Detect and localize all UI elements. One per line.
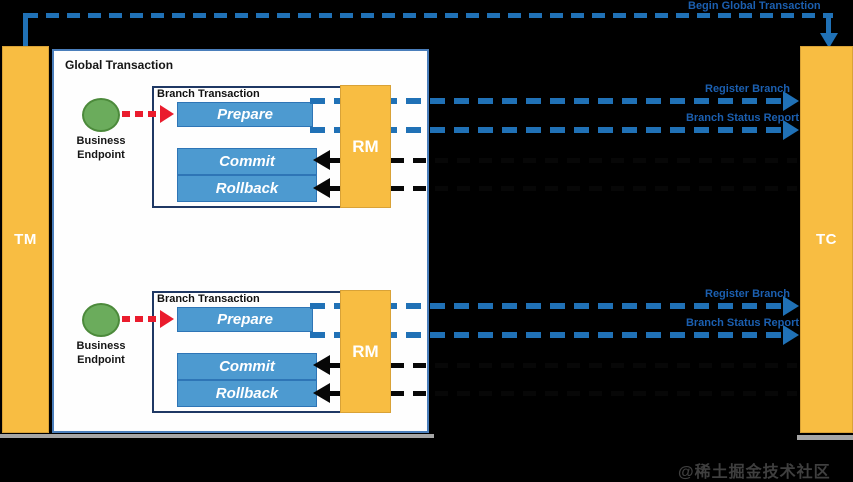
branch-group-2: Branch Transaction Business Endpoint Pre…: [0, 288, 853, 415]
rollback-dashed-line: [391, 186, 797, 191]
begin-flow-arrow-down-icon: [820, 33, 838, 48]
rollback-box: Rollback: [177, 175, 317, 202]
begin-global-transaction-line: [25, 13, 833, 18]
business-endpoint-label: Business Endpoint: [76, 340, 126, 366]
branch-transaction-label: Branch Transaction: [155, 88, 262, 100]
invoke-arrow-line: [122, 111, 162, 117]
prepare-box: Prepare: [177, 307, 313, 332]
begin-flow-right-vertical-line: [826, 13, 831, 35]
prepare-box: Prepare: [177, 102, 313, 127]
register-branch-label: Register Branch: [705, 83, 790, 95]
rollback-arrow-head-icon: [313, 178, 330, 198]
tm-label: TM: [14, 231, 37, 248]
commit-box: Commit: [177, 148, 317, 175]
commit-box: Commit: [177, 353, 317, 380]
rollback-arrow-line: [328, 186, 342, 191]
branch-status-report-label: Branch Status Report: [685, 112, 800, 124]
register-branch-arrow-icon: [783, 91, 799, 111]
rollback-arrow-line: [328, 391, 342, 396]
register-branch-label: Register Branch: [705, 288, 790, 300]
tc-label: TC: [816, 231, 837, 248]
right-shadow-bar: [797, 435, 853, 440]
branch-status-report-line: [310, 332, 783, 338]
tm-column: TM: [2, 46, 49, 433]
branch-status-report-line: [310, 127, 783, 133]
commit-dashed-line: [391, 363, 797, 368]
rollback-arrow-head-icon: [313, 383, 330, 403]
invoke-arrow-head-icon: [160, 310, 174, 328]
rm-box: RM: [340, 290, 391, 413]
rollback-dashed-line: [391, 391, 797, 396]
branch-status-report-arrow-icon: [783, 325, 799, 345]
invoke-arrow-line: [122, 316, 162, 322]
branch-transaction-label: Branch Transaction: [155, 293, 262, 305]
commit-arrow-head-icon: [313, 150, 330, 170]
invoke-arrow-head-icon: [160, 105, 174, 123]
branch-group-1: Branch Transaction Business Endpoint Pre…: [0, 83, 853, 210]
global-transaction-label: Global Transaction: [65, 58, 174, 72]
left-shadow-bar: [0, 434, 434, 438]
business-endpoint-circle: [82, 98, 120, 132]
begin-flow-left-vertical-line: [23, 13, 28, 47]
begin-global-transaction-label: Begin Global Transaction: [688, 0, 821, 12]
register-branch-line: [310, 303, 783, 309]
commit-dashed-line: [391, 158, 797, 163]
register-branch-line: [310, 98, 783, 104]
branch-status-report-arrow-icon: [783, 120, 799, 140]
commit-arrow-line: [328, 158, 342, 163]
watermark: @稀土掘金技术社区: [678, 464, 831, 481]
register-branch-arrow-icon: [783, 296, 799, 316]
business-endpoint-label: Business Endpoint: [76, 135, 126, 161]
commit-arrow-line: [328, 363, 342, 368]
business-endpoint-circle: [82, 303, 120, 337]
rm-box: RM: [340, 85, 391, 208]
rollback-box: Rollback: [177, 380, 317, 407]
branch-status-report-label: Branch Status Report: [685, 317, 800, 329]
commit-arrow-head-icon: [313, 355, 330, 375]
